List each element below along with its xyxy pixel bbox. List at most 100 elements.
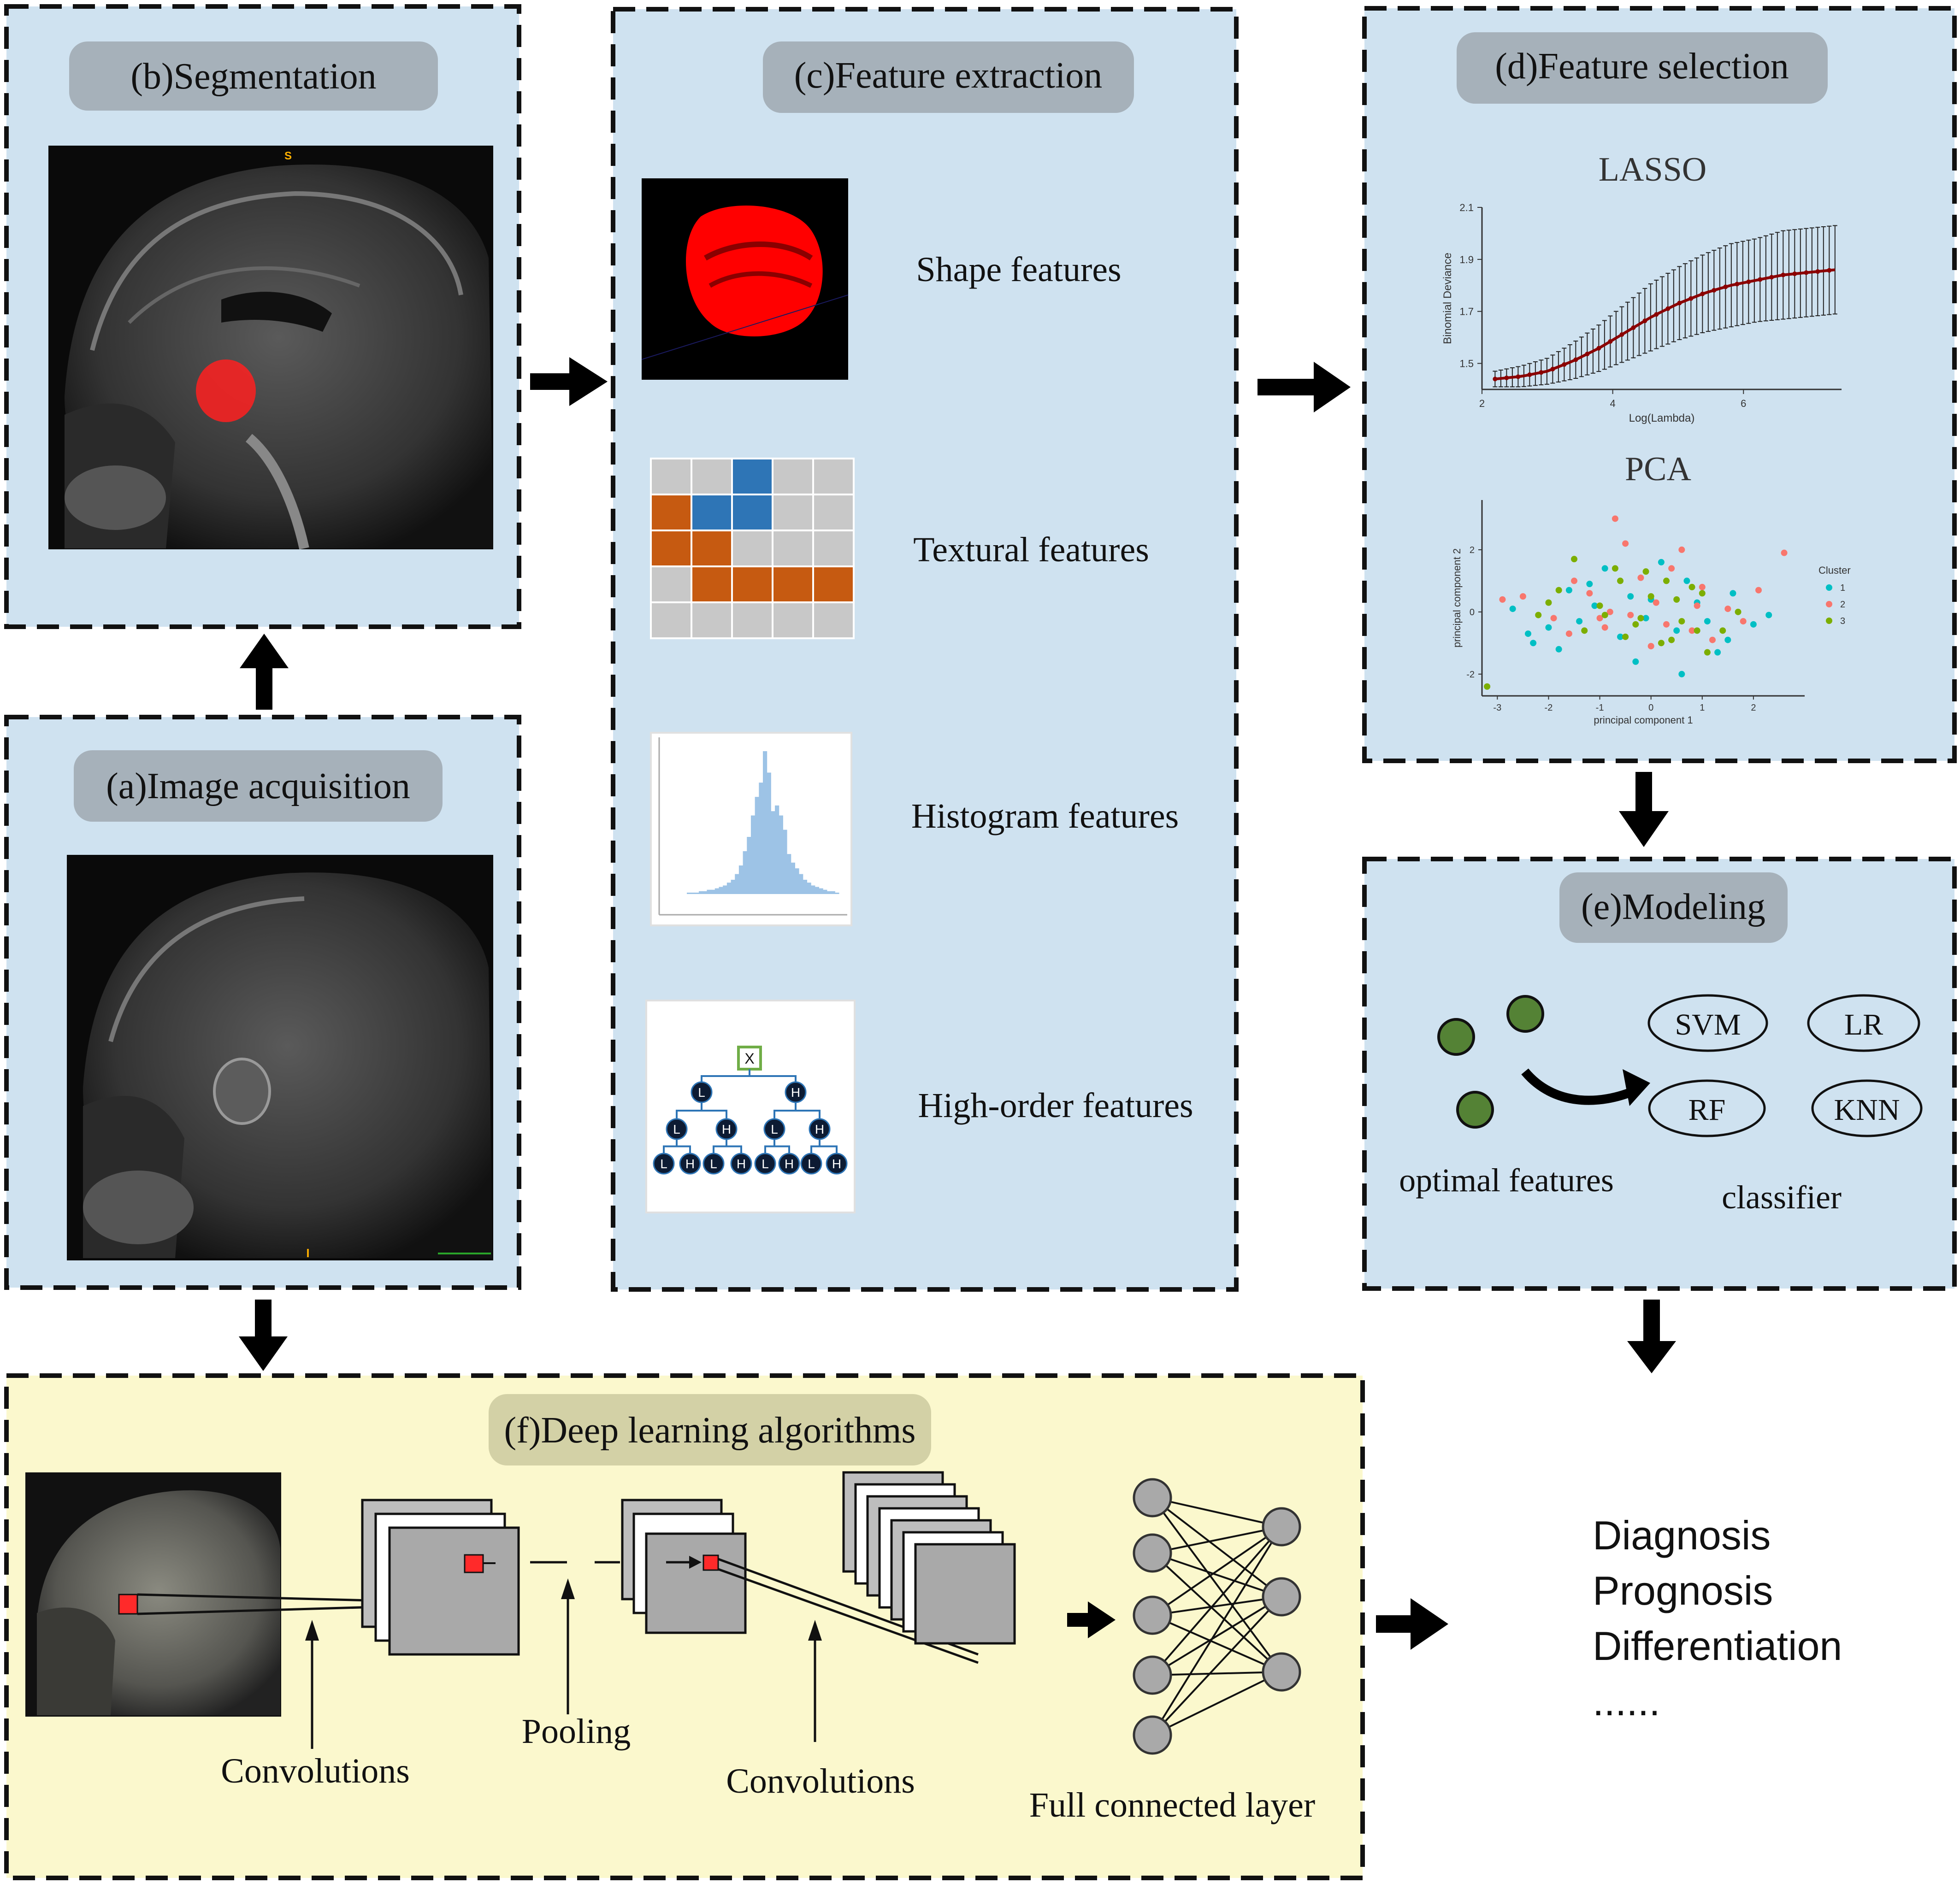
pca-point (1525, 630, 1531, 637)
feature-dot (1456, 1091, 1494, 1129)
lasso-point (1827, 268, 1832, 273)
pca-point (1627, 593, 1634, 600)
panel-feature-extraction: (c)Feature extraction Shape features Tex… (611, 7, 1239, 1292)
modeling-arrow (1521, 1068, 1639, 1105)
wavelet-link (819, 1138, 838, 1154)
lasso-x-tick-label: 4 (1610, 398, 1616, 409)
wavelet-node-label: L (710, 1157, 717, 1171)
histogram-bar (819, 888, 823, 894)
pca-point (1765, 612, 1772, 618)
modeling-title-pill (1559, 872, 1788, 943)
label-arrow-pooling (561, 1578, 575, 1714)
extraction-title: (c)Feature extraction (794, 55, 1103, 96)
texture-cell (731, 530, 773, 567)
pca-point (1637, 574, 1644, 581)
pca-point (1632, 658, 1639, 665)
histogram-bar (827, 891, 832, 894)
pca-x-tick-label: 1 (1700, 703, 1705, 713)
wavelet-link (676, 1138, 691, 1154)
fc-connection (1151, 1596, 1282, 1676)
outcome-prognosis: Prognosis (1593, 1568, 1773, 1613)
segmentation-mri-marker: S (284, 150, 292, 162)
histogram-bar (726, 883, 732, 894)
pca-point (1750, 621, 1757, 628)
wavelet-root-label: X (744, 1050, 754, 1067)
pca-title: PCA (1625, 450, 1691, 488)
deep-learning-title: (f)Deep learning algorithms (504, 1410, 915, 1451)
pca-point (1642, 568, 1649, 575)
fc-connection (1152, 1596, 1282, 1616)
pca-point (1673, 627, 1680, 634)
pca-point (1596, 615, 1603, 622)
pca-point (1499, 596, 1506, 603)
histogram-features-thumbnail (650, 732, 852, 926)
conv-feature-map (914, 1543, 1016, 1645)
wavelet-node-label: L (698, 1085, 705, 1100)
texture-cell (772, 530, 814, 567)
histogram-bar (703, 891, 707, 894)
segmentation-title: (b)Segmentation (130, 56, 376, 97)
pca-point (1694, 627, 1700, 634)
lasso-point (1781, 272, 1786, 277)
lasso-point (1792, 271, 1797, 277)
classifier-lr: LR (1807, 994, 1920, 1052)
acquisition-title: (a)Image acquisition (106, 766, 410, 806)
pca-point (1647, 643, 1654, 650)
histogram-bar (723, 885, 727, 894)
convolutions-label-1: Convolutions (221, 1752, 410, 1790)
fc-connection (1152, 1552, 1282, 1598)
pca-point (1658, 559, 1665, 565)
pca-point (1622, 540, 1629, 547)
full-connected-label: Full connected layer (1029, 1786, 1315, 1824)
fc-connection (1151, 1526, 1282, 1736)
histogram-bar (711, 889, 715, 894)
panel-modeling: (e)Modeling SVM LR RF KNN optimal featur… (1362, 857, 1957, 1291)
conv-stack-2 (842, 1471, 1016, 1645)
conv-patch-1 (464, 1554, 484, 1573)
histogram-bar (795, 868, 799, 894)
selection-title: (d)Feature selection (1495, 46, 1789, 87)
lasso-point (1619, 332, 1624, 337)
wavelet-node-label: H (685, 1157, 695, 1171)
outcomes-list: Diagnosis Prognosis Differentiation ....… (1593, 1512, 1842, 1724)
texture-cell (731, 565, 773, 603)
pca-point (1571, 577, 1577, 584)
pca-point (1642, 615, 1649, 622)
pca-point (1606, 608, 1613, 615)
histogram-bar (807, 883, 811, 894)
pca-y-tick-label: 2 (1470, 545, 1475, 555)
texture-cell (812, 458, 855, 495)
wavelet-node-label: H (737, 1157, 746, 1171)
pca-point (1678, 546, 1685, 553)
wavelet-link (773, 1138, 790, 1154)
pooling-stack (621, 1499, 747, 1634)
wavelet-node-label: H (815, 1122, 824, 1136)
classifier-svm: SVM (1647, 994, 1768, 1052)
texture-cell (731, 458, 773, 495)
lasso-x-axis-label: Log(Lambda) (1629, 412, 1695, 424)
pca-point (1622, 633, 1629, 640)
lasso-point (1596, 346, 1601, 351)
pca-point (1484, 683, 1491, 690)
fc-connection (1151, 1526, 1282, 1616)
fc-connection (1151, 1596, 1282, 1736)
histogram-bar (699, 891, 703, 894)
arrow-segmentation-to-extraction (530, 357, 608, 406)
pca-x-tick-label: -3 (1493, 703, 1501, 713)
fc-connection (1151, 1497, 1282, 1598)
classifier-label: classifier (1722, 1179, 1842, 1216)
pca-x-tick-label: 2 (1751, 703, 1756, 713)
shape-features-label: Shape features (916, 250, 1121, 289)
lasso-point (1804, 270, 1809, 275)
texture-cell (812, 530, 855, 567)
wavelet-node (826, 1153, 848, 1175)
pca-point (1555, 587, 1562, 594)
svg-text:KNN: KNN (1834, 1093, 1900, 1127)
histogram-bar (714, 888, 719, 894)
conv-stack-1 (361, 1499, 520, 1656)
lasso-point (1562, 362, 1567, 367)
lasso-point (1608, 339, 1613, 344)
wavelet-link (701, 1101, 727, 1120)
texture-cell (812, 494, 855, 531)
